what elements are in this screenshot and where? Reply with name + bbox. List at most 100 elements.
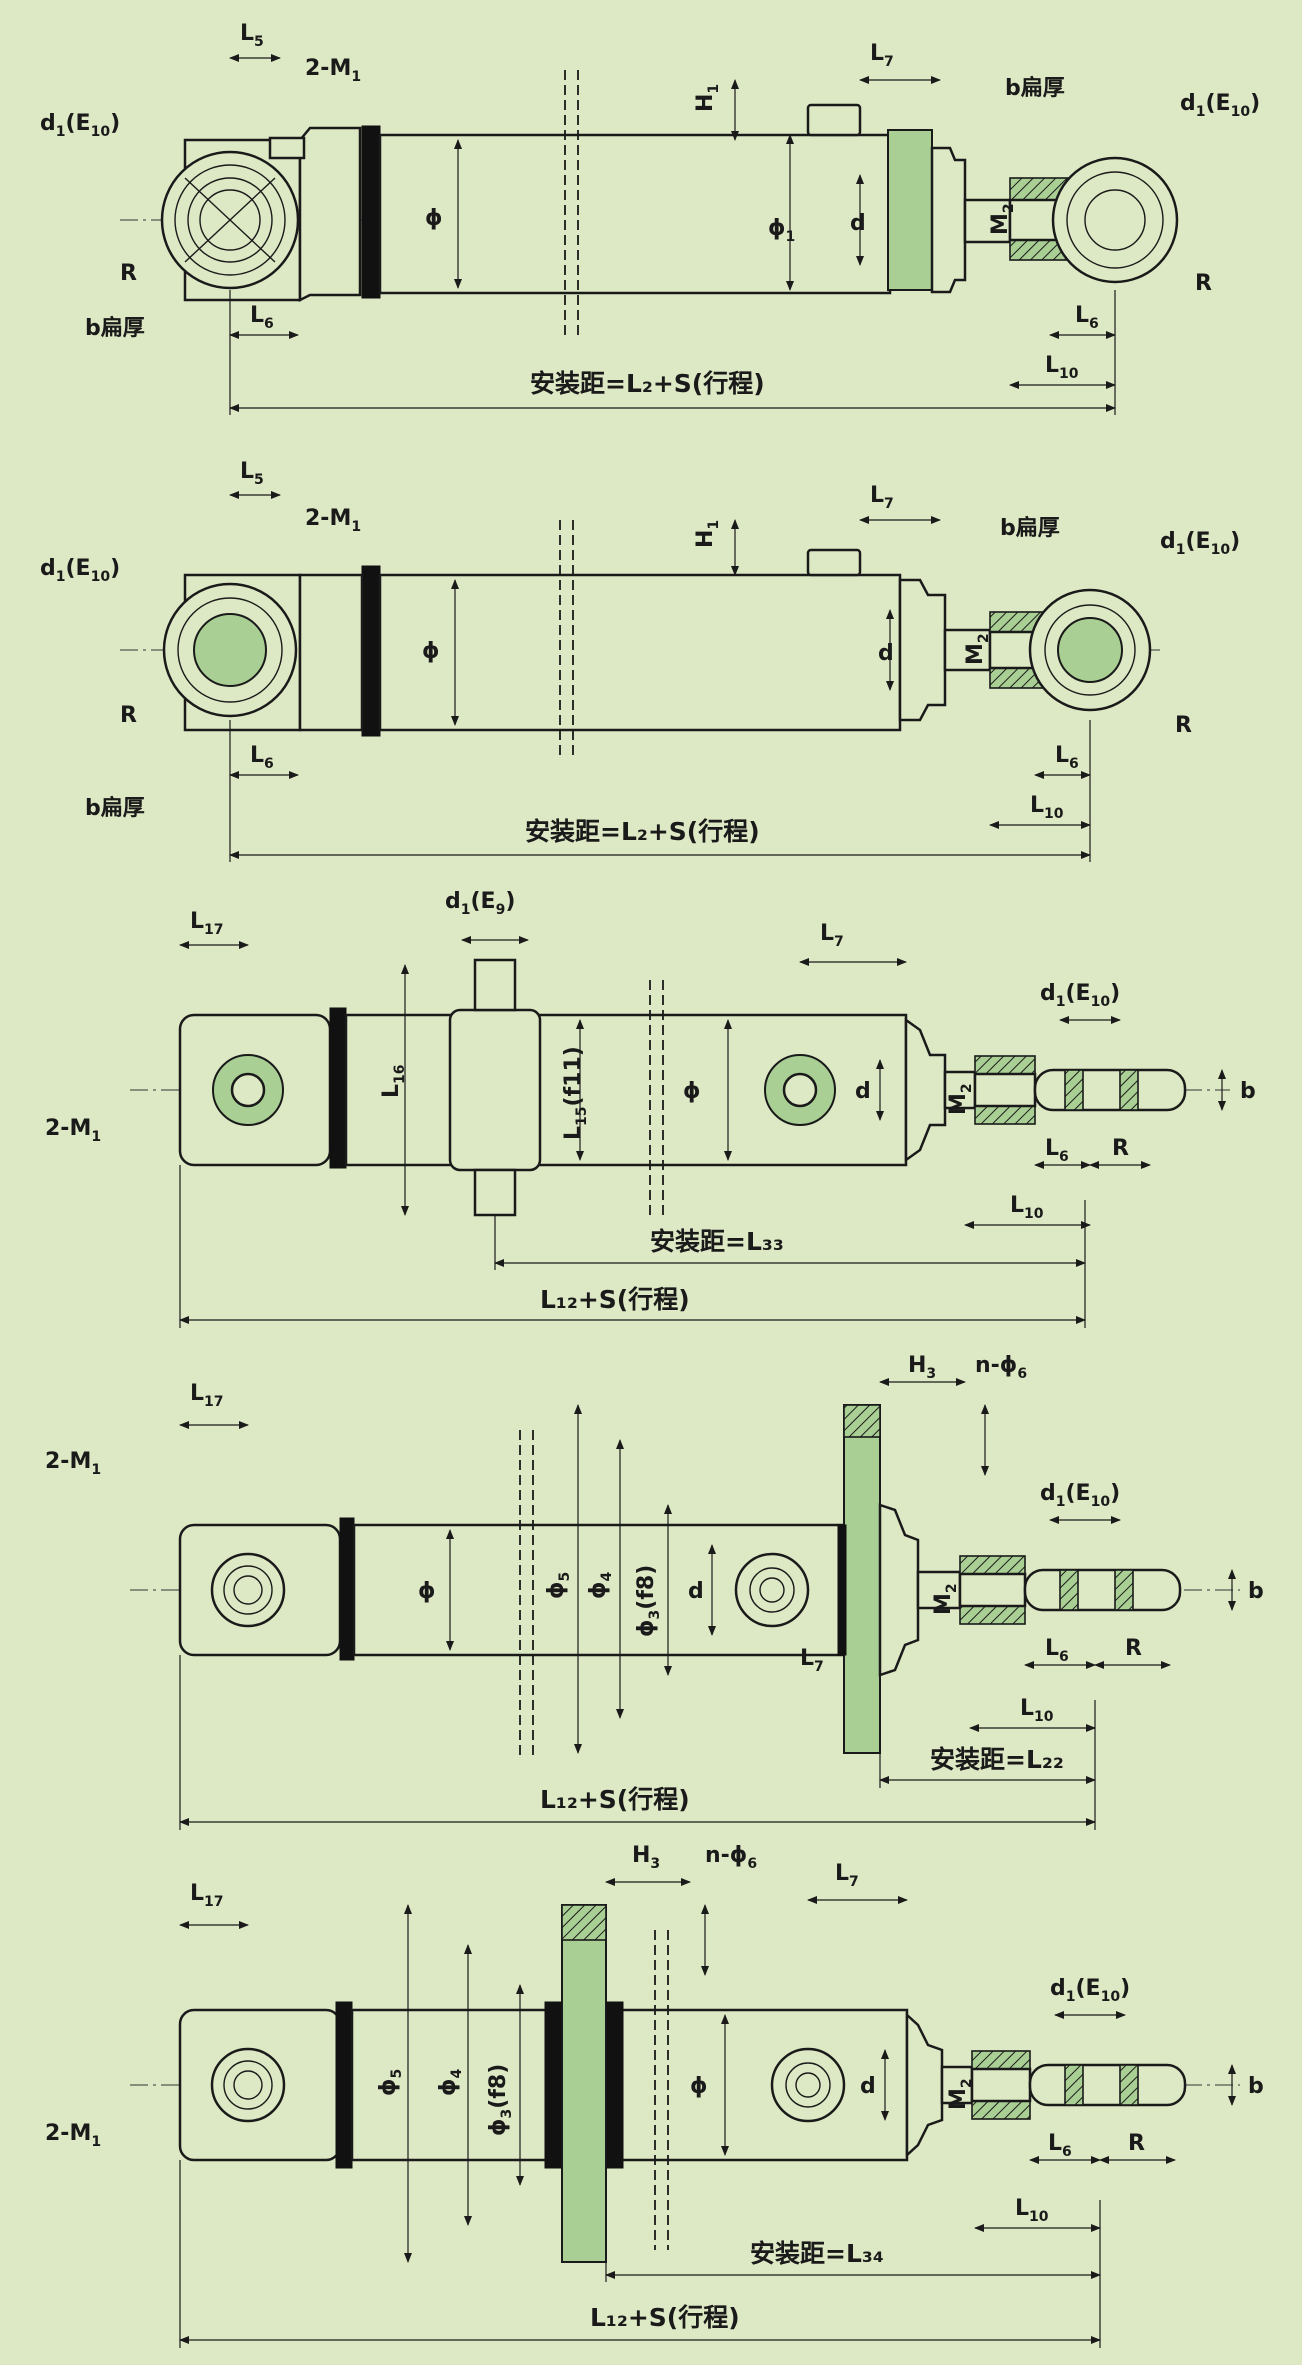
R-label: R <box>1128 2131 1145 2156</box>
phi5-label: ϕ5 <box>376 2069 405 2096</box>
piston-rod <box>916 1570 962 1610</box>
L10-label: L10 <box>1020 1696 1054 1725</box>
L15-f11-label: L15(f11) <box>561 1046 590 1140</box>
phi-label: ϕ <box>418 1579 436 1604</box>
break-mark <box>564 70 579 340</box>
front-head <box>878 1503 920 1677</box>
middle-flange <box>561 1904 607 2263</box>
rod-clevis <box>958 1555 1182 1625</box>
phi3-f8-label: ϕ3(f8) <box>486 2064 515 2136</box>
L10-label: L10 <box>1015 2196 1049 2225</box>
rod-clevis <box>970 2050 1187 2120</box>
b-thickness-label: b扁厚 <box>1005 76 1065 101</box>
rod-clevis <box>973 1055 1187 1125</box>
d1-E10-label: d1(E10) <box>1050 1976 1130 2005</box>
mount5-caption-a: 安装距=L₃₄ <box>750 2239 884 2268</box>
figure-2-double-earring-cylinder-variant: L5 2-M1 H1 L7 b扁厚 d1(E10) d1(E10) R R b扁… <box>40 459 1240 862</box>
L6-label-front: L6 <box>1075 303 1099 332</box>
phi-label: ϕ <box>425 206 443 231</box>
trunnion-pin-bottom <box>473 1168 517 1217</box>
2-M1-label: 2-M1 <box>45 1116 101 1145</box>
front-eye <box>1008 156 1179 284</box>
M2-label: M2 <box>946 2078 975 2110</box>
mount5-caption-b: L₁₂+S(行程) <box>590 2303 740 2332</box>
L10-label: L10 <box>1030 793 1064 822</box>
d-label: d <box>850 211 866 236</box>
L7-label: L7 <box>870 483 894 512</box>
b-thickness-label-rear: b扁厚 <box>85 316 145 341</box>
figure-4-front-flange-cylinder: L17 H3 n-ϕ6 d1(E10) 2-M1 ϕ ϕ5 ϕ4 ϕ3(f8) … <box>45 1353 1264 1830</box>
M2-label: M2 <box>946 1083 975 1115</box>
H3-label: H3 <box>908 1353 936 1382</box>
rear-eye <box>160 138 302 302</box>
front-head <box>905 2012 944 2158</box>
figure-3-trunnion-cylinder: L17 d1(E9) L7 d1(E10) 2-M1 L16 L15(f11) … <box>45 889 1256 1328</box>
L7-label: L7 <box>800 1646 824 1675</box>
mount3-caption-a: 安装距=L₃₃ <box>650 1227 784 1256</box>
mount4-caption-b: L₁₂+S(行程) <box>540 1785 690 1814</box>
front-eye <box>988 588 1152 712</box>
R-label: R <box>1112 1136 1129 1161</box>
2-M1-label: 2-M1 <box>45 1449 101 1478</box>
d1-E10-label: d1(E10) <box>1160 529 1240 558</box>
L6-label: L6 <box>250 303 274 332</box>
d-label: d <box>878 641 894 666</box>
L7-label: L7 <box>820 921 844 950</box>
d1-E10-label-rear: d1(E10) <box>40 556 120 585</box>
L10-label: L10 <box>1010 1193 1044 1222</box>
front-head <box>887 129 933 291</box>
L5-label: L5 <box>240 459 264 488</box>
n-phi6-label: n-ϕ6 <box>975 1353 1027 1382</box>
L6-label: L6 <box>1045 1136 1069 1165</box>
cylinder-barrel <box>298 126 362 303</box>
mount3-caption-b: L₁₂+S(行程) <box>540 1285 690 1314</box>
phi3-f8-label: ϕ3(f8) <box>634 1565 663 1637</box>
d1-E9-label: d1(E9) <box>445 889 515 918</box>
mount4-caption-a: 安装距=L₂₂ <box>930 1745 1064 1774</box>
L17-label: L17 <box>190 1381 224 1410</box>
R-label: R <box>120 703 137 728</box>
front-head <box>904 1017 947 1163</box>
phi1-label: ϕ1 <box>768 216 795 245</box>
L6-label: L6 <box>1048 2131 1072 2160</box>
piston-rod <box>963 198 1012 244</box>
L7-label: L7 <box>870 41 894 70</box>
2-M1-label: 2-M1 <box>45 2121 101 2150</box>
trunnion-pin-top <box>473 958 517 1012</box>
R-label-front: R <box>1175 713 1192 738</box>
figure-1-double-earring-cylinder: L5 2-M1 H1 L7 b扁厚 d1(E10) d1(E10) R R b扁… <box>40 21 1260 415</box>
L7-label: L7 <box>835 1861 859 1890</box>
mount1-caption: 安装距=L₂+S(行程) <box>530 369 765 398</box>
L6-label: L6 <box>1045 1636 1069 1665</box>
barrel-tube <box>378 133 892 295</box>
2-M1-label: 2-M1 <box>305 56 361 85</box>
L17-label: L17 <box>190 1881 224 1910</box>
2-M1-label: 2-M1 <box>305 506 361 535</box>
phi-label: ϕ <box>422 639 440 664</box>
oil-port <box>806 103 862 137</box>
L10-label: L10 <box>1045 353 1079 382</box>
phi-label: ϕ <box>683 1079 701 1104</box>
phi4-label: ϕ4 <box>586 1571 615 1599</box>
d-label: d <box>688 1579 704 1604</box>
rear-eye <box>162 573 302 732</box>
L17-label: L17 <box>190 909 224 938</box>
R-label-front: R <box>1195 271 1212 296</box>
figure-5-middle-flange-cylinder: L17 H3 n-ϕ6 L7 d1(E10) 2-M1 ϕ5 ϕ4 ϕ3(f8)… <box>45 1843 1264 2348</box>
M2-label: M2 <box>931 1583 960 1615</box>
phi5-label: ϕ5 <box>544 1572 573 1599</box>
b-label: b <box>1240 1079 1256 1104</box>
d1-E10-label: d1(E10) <box>1040 1481 1120 1510</box>
b-thickness-label: b扁厚 <box>1000 516 1060 541</box>
b-label: b <box>1248 1579 1264 1604</box>
R-label: R <box>1125 1636 1142 1661</box>
L6-label-front: L6 <box>1055 743 1079 772</box>
d1-E10-label-rear: d1(E10) <box>40 111 120 140</box>
piston-rod <box>943 628 992 672</box>
M2-label: M2 <box>963 633 992 665</box>
d-label: d <box>855 1079 871 1104</box>
front-head <box>898 578 947 722</box>
front-flange <box>843 1404 881 1754</box>
b-label: b <box>1248 2074 1264 2099</box>
